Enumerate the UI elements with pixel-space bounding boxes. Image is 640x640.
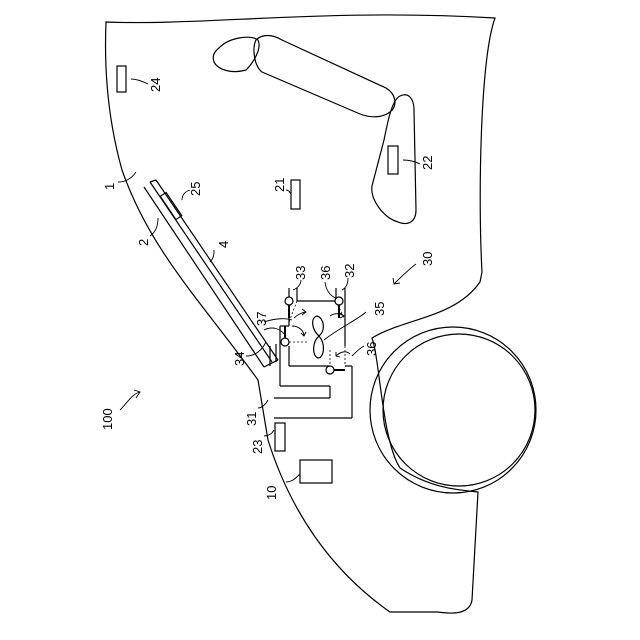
seat-cushion bbox=[372, 95, 416, 224]
leader-37-a bbox=[264, 328, 286, 336]
seat-back bbox=[254, 36, 395, 117]
pivot-33 bbox=[285, 297, 293, 305]
leader-31 bbox=[258, 400, 268, 408]
label-24: 24 bbox=[148, 78, 163, 92]
leader-10 bbox=[286, 474, 300, 482]
arrow-damper-36 bbox=[336, 352, 350, 356]
leader-1 bbox=[118, 172, 136, 182]
pivot-34 bbox=[281, 338, 289, 346]
windshield-cap-top bbox=[150, 180, 156, 182]
label-32: 32 bbox=[342, 264, 357, 278]
headrest bbox=[213, 37, 259, 71]
leader-36-top bbox=[325, 282, 336, 298]
leader-23 bbox=[264, 430, 274, 436]
windshield-assembly bbox=[144, 180, 278, 367]
label-36-top: 36 bbox=[318, 266, 333, 280]
label-2: 2 bbox=[136, 239, 151, 246]
label-22: 22 bbox=[420, 156, 435, 170]
label-31: 31 bbox=[244, 412, 259, 426]
label-37: 37 bbox=[254, 312, 269, 326]
pivot-36 bbox=[326, 366, 334, 374]
label-100: 100 bbox=[100, 408, 115, 430]
hvac-duct bbox=[274, 288, 352, 418]
controller-10-box bbox=[300, 460, 332, 483]
label-4: 4 bbox=[216, 241, 231, 248]
leader-24 bbox=[131, 79, 148, 84]
label-25: 25 bbox=[188, 182, 203, 196]
seat bbox=[213, 36, 416, 224]
label-21: 21 bbox=[272, 178, 287, 192]
arrow-100 bbox=[120, 392, 140, 410]
fan-35 bbox=[313, 316, 324, 358]
sensor-23-box bbox=[275, 423, 285, 451]
windshield-line-2 bbox=[144, 187, 264, 367]
label-36-bottom: 36 bbox=[364, 342, 379, 356]
pivot-32 bbox=[335, 297, 343, 305]
sensor-24-box bbox=[117, 66, 126, 92]
label-1: 1 bbox=[102, 183, 117, 190]
label-35: 35 bbox=[372, 302, 387, 316]
wheel-outer bbox=[370, 327, 536, 493]
sensor-21-box bbox=[291, 180, 300, 209]
sensor-22-box bbox=[388, 146, 398, 174]
arrowhead-100 bbox=[134, 390, 140, 398]
label-10: 10 bbox=[264, 486, 279, 500]
label-33: 33 bbox=[293, 266, 308, 280]
leader-32 bbox=[342, 278, 348, 290]
leader-22 bbox=[403, 160, 420, 164]
windshield-line-3 bbox=[156, 180, 278, 360]
label-23: 23 bbox=[250, 440, 265, 454]
wheel-inner bbox=[383, 334, 535, 486]
leader-lines bbox=[118, 79, 420, 482]
label-34: 34 bbox=[232, 352, 247, 366]
leader-36-bottom bbox=[352, 346, 364, 356]
label-30: 30 bbox=[420, 252, 435, 266]
arrow-30 bbox=[394, 264, 416, 284]
